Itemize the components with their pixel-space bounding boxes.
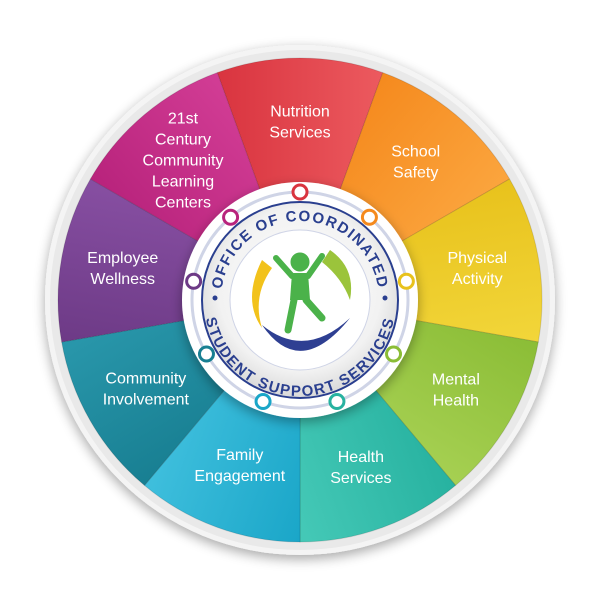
segment-label-line: Community (105, 371, 186, 388)
segment-label-line: Employee (87, 250, 158, 267)
connector-node (291, 183, 309, 201)
segment-label-line: Safety (393, 165, 438, 182)
segment-label-line: Health (338, 449, 384, 466)
yellow-swoosh (252, 260, 272, 328)
seal-dot-right (382, 295, 388, 301)
segment-label-line: Family (216, 447, 263, 464)
segment-label-line: Engagement (194, 468, 285, 485)
seal-dot-left (212, 295, 218, 301)
segment-label-line: Nutrition (270, 104, 330, 121)
segment-label-line: Centers (155, 195, 211, 212)
blue-swoosh (262, 318, 350, 351)
connector-node (185, 272, 203, 290)
segment-label-line: Wellness (90, 271, 155, 288)
segment-label-line: Activity (452, 271, 503, 288)
segment-label-line: Health (433, 393, 479, 410)
connector-node (360, 208, 378, 226)
connector-node (222, 208, 240, 226)
segment-label-line: School (391, 144, 440, 161)
segment-label-line: 21st (168, 111, 199, 128)
segment-label-line: Learning (152, 174, 214, 191)
segment-label-line: Century (155, 132, 211, 149)
segment-label-line: Physical (447, 250, 507, 267)
connector-node (397, 272, 415, 290)
segment-label-line: Involvement (103, 392, 190, 409)
connector-node (385, 345, 403, 363)
connector-node (328, 392, 346, 410)
segment-label-line: Community (143, 153, 224, 170)
segment-label-line: Mental (432, 372, 480, 389)
segment-label-line: Services (269, 125, 330, 142)
connector-nodes (185, 183, 415, 410)
connector-node (254, 392, 272, 410)
student-figure-icon (273, 252, 326, 334)
connector-node (197, 345, 215, 363)
segment-label-line: Services (330, 470, 391, 487)
green-swoosh (322, 250, 352, 300)
